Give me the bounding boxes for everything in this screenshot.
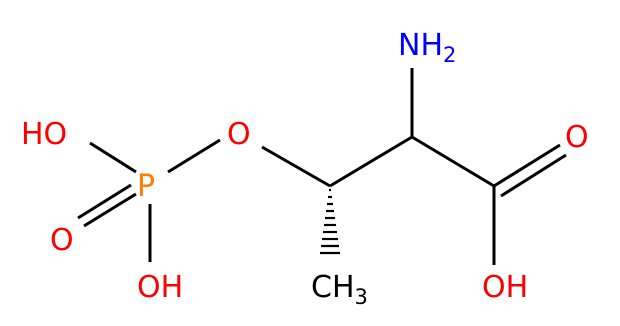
bond-alpha-c-to-carboxyl-c bbox=[411, 135, 495, 188]
bond-ester-o-to-p bbox=[167, 138, 221, 174]
hashed-wedge-bond bbox=[320, 188, 340, 255]
bond-alpha-c-to-beta-c bbox=[329, 135, 413, 188]
atom-hydroxyl-top: HO bbox=[21, 117, 67, 152]
bond-carboxyl-double-o-inner bbox=[500, 153, 567, 198]
atom-labels: NH2 O OH CH3 O P HO O OH bbox=[21, 28, 589, 309]
atom-methyl: CH3 bbox=[311, 270, 368, 309]
bond-p-to-ho-top bbox=[89, 141, 137, 174]
atom-carbonyl-oxygen: O bbox=[565, 120, 589, 155]
bond-p-to-o-double-inner bbox=[77, 183, 132, 220]
atom-carboxyl-hydroxyl: OH bbox=[482, 270, 528, 305]
bond-carboxyl-double-o-outer bbox=[493, 143, 561, 188]
bonds bbox=[77, 68, 567, 265]
bond-p-to-o-double-outer bbox=[83, 192, 137, 228]
bond-beta-c-to-ester-o bbox=[261, 145, 331, 188]
atom-ester-oxygen: O bbox=[227, 117, 251, 152]
atom-hydroxyl-bottom: OH bbox=[137, 270, 183, 305]
atom-phosphoryl-oxygen: O bbox=[50, 223, 74, 258]
atom-amine: NH2 bbox=[398, 28, 456, 67]
atom-phosphorus: P bbox=[137, 169, 155, 204]
